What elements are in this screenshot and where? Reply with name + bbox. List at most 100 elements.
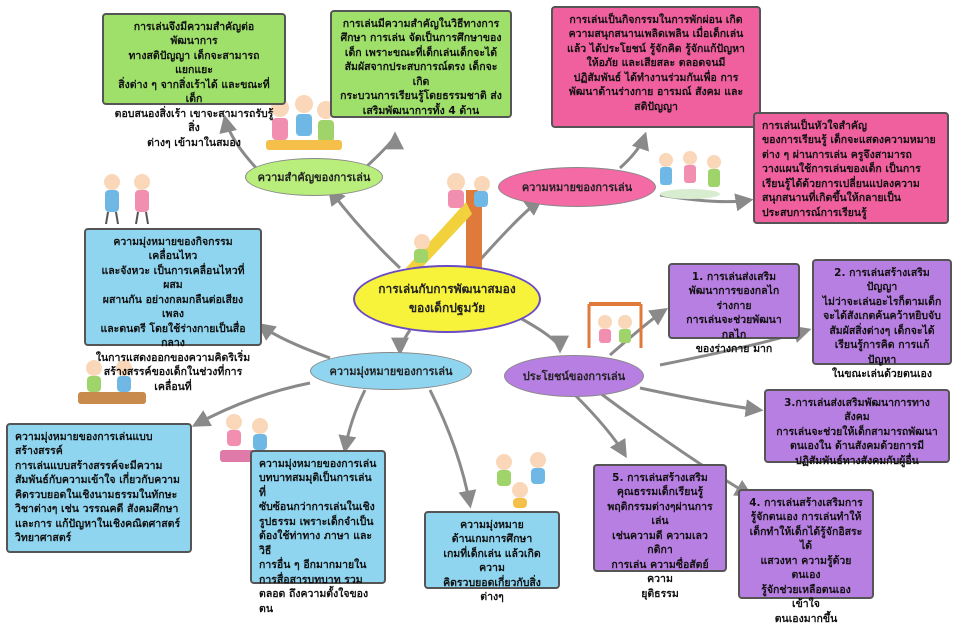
- goals-box-1: ความมุ่งหมายของกิจกรรมเคลื่อนไหวและจังหว…: [84, 228, 262, 393]
- box-text-line: เรียนรู้ได้ด้วยการเปลี่ยนแปลงความ: [762, 177, 920, 190]
- box-text-line: และการ แก้ปัญหาในเชิงคณิตศาสตร์: [15, 517, 181, 530]
- box-text-line: ตนเองใน ด้านสังคมด้วยการมี: [789, 440, 925, 453]
- benefits-box-1: 1. การเล่นส่งเสริมพัฒนาการของกลไกร่างกาย…: [668, 263, 800, 355]
- box-text-line: การเล่น ความซื่อสัตย์ ความ: [611, 558, 709, 586]
- center-topic-line2: ของเด็กปฐมวัย: [408, 301, 486, 315]
- box-text-line: ความมุ่งหมาย: [460, 519, 524, 531]
- box-text-line: วิทยาศาสตร์: [15, 532, 72, 545]
- circle-kids-icon: [659, 151, 721, 199]
- box-text-line: ต่างๆ เข้ามาในสมอง: [147, 136, 241, 149]
- arrow-benefits-ben5: [573, 393, 627, 459]
- box-text-line: ในขณะเล่นด้วยตนเอง: [832, 368, 932, 381]
- box-text-line: ตนเองมากขึ้น: [774, 612, 838, 625]
- box-text-line: สร้างสรรค์: [15, 445, 63, 458]
- box-text-line: 3.การเล่นส่งเสริมพัฒนาการทางสังคม: [784, 397, 930, 424]
- meaning-box-2: การเล่นเป็นหัวใจสำคัญของการเรียนรู้ เด็ก…: [753, 112, 949, 224]
- box-text-line: กระบวนการเรียนรู้โดยธรรมชาติ ส่ง: [340, 90, 502, 103]
- box-text-line: ปฏิสัมพันธ์ ได้ทำงานร่วมกันเพื่อ การ: [573, 71, 739, 84]
- box-text-line: 4. การเล่นสร้างเสริมการ: [749, 497, 863, 509]
- arrow-goals-goal1: [257, 322, 331, 360]
- box-text-line: ไม่ว่าจะเล่นอะไรก็ตามเด็ก: [822, 295, 942, 308]
- benefits-box-2: 2. การเล่นสร้างเสริมปัญญาไม่ว่าจะเล่นอะไ…: [812, 259, 952, 380]
- game-kids-icon: [496, 452, 546, 508]
- box-text-line: ตลอด ถึงความตั้งใจของตน: [259, 588, 369, 615]
- box-text-line: ซับซ้อนกว่าการเล่นในเชิง: [259, 501, 375, 514]
- importance-box-1: การเล่นจึงมีความสำคัญต่อพัฒนาการทางสติปั…: [102, 13, 286, 149]
- box-text-line: ปฏิสัมพันธ์ทางสังคมกับผู้อื่น: [795, 454, 919, 467]
- arrow-center-goals: [391, 329, 412, 356]
- box-text-line: คิดรวบยอดในเชิงนามธรรมในทักษะ: [15, 488, 178, 501]
- box-text-line: สร้างสรรค์ของเด็กในช่วงที่การ: [103, 366, 243, 379]
- box-text-line: ประสบการณ์การเรียนรู้: [762, 206, 867, 219]
- box-text-line: ให้อภัย และเสียสละ ตลอดจนมี: [586, 57, 726, 70]
- box-text-line: รูปธรรม เพราะเด็กจำเป็น: [259, 515, 374, 528]
- box-text-line: พฤติกรรมต่างๆผ่านการเล่น: [607, 500, 713, 528]
- box-text-line: ต้องใช้ท่าทาง ภาษา และวิธี: [259, 530, 373, 557]
- box-text-line: เสริมพัฒนาการทั้ง 4 ด้าน: [362, 104, 480, 117]
- branch-goals: ความมุ่งหมายของการเล่น: [310, 352, 472, 390]
- box-text-line: รู้จักช่วยเหลือตนเอง เข้าใจ: [761, 583, 851, 611]
- box-text-line: คุณธรรมเด็กเรียนรู้: [616, 486, 704, 499]
- box-text-line: ด้านเกมการศึกษา: [451, 533, 533, 546]
- arrow-center-benefits: [519, 316, 569, 354]
- box-text-line: สนุกสนานที่เกิดขึ้นให้กลายเป็น: [762, 192, 901, 205]
- box-text-line: ศึกษา การเล่น จัดเป็นการศึกษาของ: [340, 32, 502, 45]
- arrow-benefits-ben3: [639, 386, 764, 418]
- box-text-line: การเล่นจึงมีความสำคัญต่อพัฒนาการ: [133, 21, 255, 48]
- box-text-line: ตอบสนองสิ่งเร้า เขาจะสามารถรับรู้สิ่ง: [114, 107, 274, 135]
- box-text-line: การเล่นจะช่วยพัฒนากลไก: [686, 314, 782, 341]
- branch-meaning: ความหมายของการเล่น: [498, 167, 656, 207]
- box-text-line: ของการเรียนรู้ เด็กจะแสดงความหมาย: [762, 134, 936, 147]
- box-text-line: และดนตรี โดยใช้ร่างกายเป็นสื่อกลาง: [100, 322, 246, 350]
- box-text-line: คิดรวบยอดเกี่ยวกับสิ่งต่างๆ: [443, 576, 541, 604]
- box-text-line: สิ่งต่าง ๆ จากสิ่งเร้าได้ และขณะที่เด็ก: [118, 78, 270, 106]
- center-topic: การเล่นกับการพัฒนาสมอง ของเด็กปฐมวัย: [353, 265, 541, 333]
- box-text-line: เคลื่อนที่: [154, 380, 192, 393]
- arrow-goals-goal3: [338, 389, 367, 454]
- goals-box-2: ความมุ่งหมายของการเล่นแบบสร้างสรรค์การเล…: [6, 423, 192, 553]
- box-text-line: ความมุ่งหมายของกิจกรรมเคลื่อนไหว: [113, 236, 233, 263]
- branch-benefits: ประโยชน์ของการเล่น: [504, 355, 644, 397]
- arrow-benefits-ben1: [609, 308, 668, 357]
- arrow-importance-imp1: [219, 114, 260, 172]
- box-text-line: วิชาต่างๆ เช่น วรรณคดี สังคมศึกษา: [15, 503, 179, 516]
- box-text-line: ความสนุกสนานเพลิดเพลิน เมื่อเด็กเล่น: [568, 28, 744, 41]
- box-text-line: จะได้สังเกตค้นคว้าหยิบจับ: [823, 310, 941, 323]
- box-text-line: การเล่นเป็นกิจกรรมในการพักผ่อน เกิด: [569, 14, 743, 26]
- box-text-line: 5. การเล่นสร้างเสริม: [612, 472, 708, 484]
- box-text-line: สติปัญญา: [634, 100, 678, 113]
- importance-box-2: การเล่นมีความสำคัญในวิธีทางการศึกษา การเ…: [330, 10, 512, 118]
- meaning-box-1: การเล่นเป็นกิจกรรมในการพักผ่อน เกิดความส…: [551, 6, 761, 128]
- box-text-line: ต่าง ๆ ผ่านการเล่น ครูจึงสามารถ: [762, 148, 912, 161]
- box-text-line: เช่นความดี ความเลว กติกา: [612, 529, 708, 557]
- roleplay-kids-icon: [220, 414, 274, 462]
- arrow-importance-imp2: [363, 131, 404, 170]
- box-text-line: 2. การเล่นสร้างเสริมปัญญา: [834, 267, 930, 294]
- benefits-box-3: 3.การเล่นส่งเสริมพัฒนาการทางสังคมการเล่น…: [764, 389, 950, 467]
- box-text-line: เกมที่เด็กเล่น แล้วเกิดความ: [443, 547, 541, 575]
- box-text-line: การเล่นเป็นหัวใจสำคัญ: [762, 120, 867, 132]
- box-text-line: การเล่นจะช่วยให้เด็กสามารถพัฒนา: [776, 425, 938, 438]
- benefits-box-4: 4. การเล่นสร้างเสริมการรู้จักตนเอง การเล…: [738, 489, 874, 625]
- box-text-line: และจังหวะ เป็นการเคลื่อนไหวที่ผสม: [101, 264, 245, 292]
- box-text-line: การเล่นแบบสร้างสรรค์จะมีความ: [15, 459, 163, 472]
- box-text-line: ยุติธรรม: [641, 587, 679, 600]
- dancing-kids-icon: [104, 174, 150, 225]
- box-text-line: วางแผนใช้การเล่นของเด็ก เป็นการ: [762, 163, 921, 176]
- box-text-line: สัมผัสจากประสบการณ์ตรง เด็กจะเกิด: [344, 61, 498, 88]
- arrow-meaning-mean1: [618, 131, 649, 170]
- box-text-line: สัมพันธ์กับความเข้าใจ เกี่ยวกับความ: [15, 474, 180, 487]
- box-text-line: 1. การเล่นส่งเสริม: [691, 271, 777, 283]
- goals-box-3: ความมุ่งหมายของการเล่นบทบาทสมมุติเป็นการ…: [250, 450, 386, 615]
- box-text-line: การเล่นมีความสำคัญในวิธีทางการ: [342, 18, 500, 30]
- benefits-box-5: 5. การเล่นสร้างเสริมคุณธรรมเด็กเรียนรู้พ…: [593, 464, 727, 600]
- box-text-line: เรียนรู้การคิด การแก้ปัญหา: [834, 339, 930, 366]
- box-text-line: ผสานกัน อย่างกลมกลืนต่อเสียงเพลง: [102, 293, 244, 321]
- box-text-line: บทบาทสมมุติเป็นการเล่นที่: [259, 472, 372, 499]
- arrow-goals-goal2: [191, 381, 311, 427]
- box-text-line: รู้จักตนเอง การเล่นทำให้: [750, 511, 862, 524]
- crafting-kids-icon: [78, 360, 146, 404]
- box-text-line: เด็กทำให้เด็กได้รู้จักอิสระได้: [749, 525, 863, 553]
- box-text-line: แล้ว ได้ประโยชน์ รู้จักคิด รู้จักแก้ปัญห…: [567, 42, 745, 55]
- slide-kids-icon: [406, 173, 490, 272]
